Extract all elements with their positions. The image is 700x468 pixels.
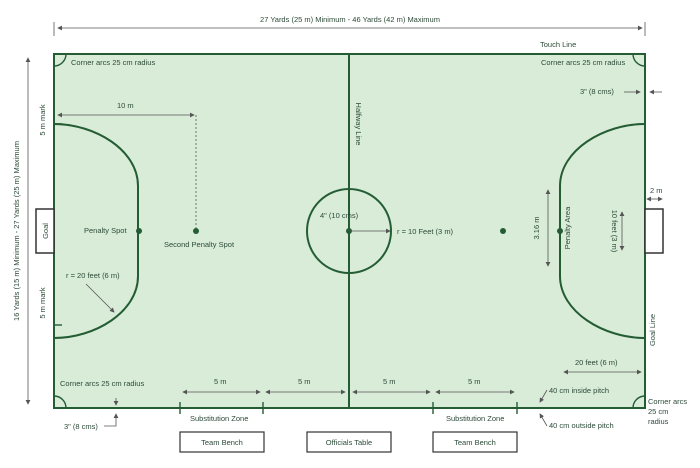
officials-table <box>306 431 392 453</box>
three-16-label: 3.16 m <box>532 217 541 240</box>
top-dimension-label: 27 Yards (25 m) Minimum - 46 Yards (42 m… <box>260 15 440 24</box>
twenty-feet-label: 20 feet (6 m) <box>575 358 618 367</box>
ten-feet-label: 10 feet (3 m) <box>610 210 619 253</box>
penalty-spot-label: Penalty Spot <box>84 226 127 235</box>
team-bench-right-label: Team Bench <box>454 438 496 447</box>
corner-label-tl: Corner arcs 25 cm radius <box>71 58 155 67</box>
forty-inside-arrow <box>539 389 548 403</box>
forty-outside-arrow <box>539 413 548 427</box>
penalty-area-label: Penalty Area <box>563 206 572 249</box>
team-bench-left <box>179 431 265 453</box>
center-spot-label: 4" (10 cms) <box>320 211 359 220</box>
sub-zone-left-label: Substitution Zone <box>190 414 248 423</box>
radius-left-label: r = 20 feet (6 m) <box>66 271 120 280</box>
centre-circle <box>306 188 392 274</box>
corner-arc-tl <box>53 53 67 67</box>
corner-label-bl: Corner arcs 25 cm radius <box>60 379 144 388</box>
left-penalty-spot <box>136 228 142 234</box>
officials-table-label: Officials Table <box>326 438 372 447</box>
five-m-label-2: 5 m <box>298 377 311 386</box>
radius-left-arrow <box>85 283 115 313</box>
ten-m-label: 10 m <box>117 101 134 110</box>
corner-arc-br <box>632 395 646 409</box>
sub-zone-right-label: Substitution Zone <box>446 414 504 423</box>
right-penalty-spot <box>557 228 563 234</box>
right-second-penalty-spot <box>500 228 506 234</box>
right-goal <box>644 208 664 254</box>
five-m-label-4: 5 m <box>468 377 481 386</box>
left-second-penalty-spot <box>193 228 199 234</box>
goal-label-left: Goal <box>41 223 50 239</box>
corner-label-br-2: 25 cm <box>648 407 668 416</box>
center-radius-label: r = 10 Feet (3 m) <box>397 227 454 236</box>
corner-arc-bl <box>53 395 67 409</box>
three-inch-top-label: 3" (8 cms) <box>580 87 614 96</box>
second-penalty-spot-label: Second Penalty Spot <box>164 240 235 249</box>
corner-label-br-1: Corner arcs <box>648 397 687 406</box>
goal-line-label: Goal Line <box>648 314 657 346</box>
touch-line-label: Touch Line <box>540 40 576 49</box>
three-inch-bottom-label: 3" (8 cms) <box>64 422 98 431</box>
five-m-label-1: 5 m <box>214 377 227 386</box>
left-goal <box>35 208 55 254</box>
five-m-mark-bottom-label: 5 m mark <box>38 287 47 319</box>
team-bench-left-label: Team Bench <box>201 438 243 447</box>
corner-label-tr: Corner arcs 25 cm radius <box>541 58 625 67</box>
team-bench-right <box>432 431 518 453</box>
halfway-line-label: Halfway Line <box>354 103 363 146</box>
five-m-mark-top-label: 5 m mark <box>38 104 47 136</box>
corner-label-br-3: radius <box>648 417 669 426</box>
three-inch-bottom-arrow-bottom <box>104 413 119 427</box>
forty-outside-label: 40 cm outside pitch <box>549 421 614 430</box>
corner-arc-tr <box>632 53 646 67</box>
left-dimension-label: 16 Yards (15 m) Minimum - 27 Yards (25 m… <box>12 141 21 321</box>
forty-inside-label: 40 cm inside pitch <box>549 386 609 395</box>
two-m-label: 2 m <box>650 186 663 195</box>
five-m-label-3: 5 m <box>383 377 396 386</box>
